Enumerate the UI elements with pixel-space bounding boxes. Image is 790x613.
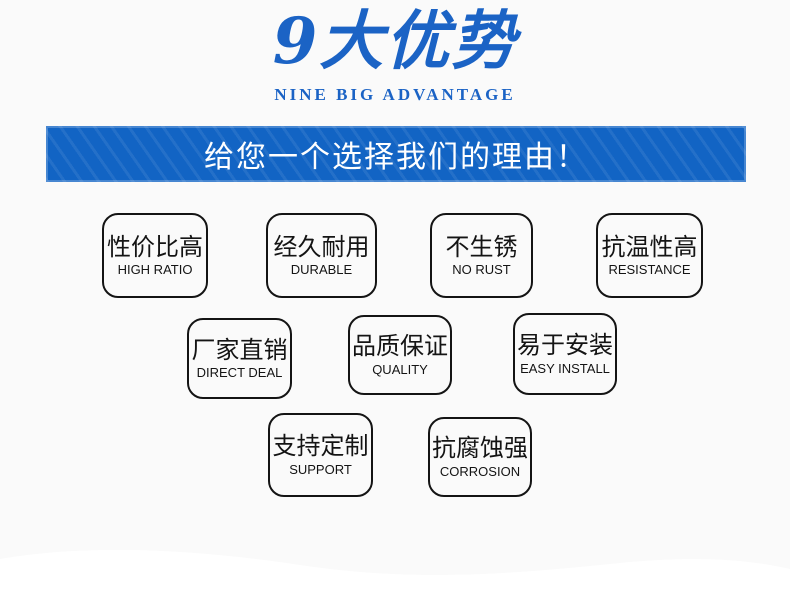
advantage-en-label: NO RUST xyxy=(452,262,511,278)
advantage-cn-label: 经久耐用 xyxy=(273,233,370,261)
advantage-cn-label: 抗腐蚀强 xyxy=(432,435,528,463)
advantage-en-label: RESISTANCE xyxy=(608,262,691,278)
advantage-cn-label: 支持定制 xyxy=(272,433,369,461)
page-title: 9大优势 xyxy=(272,4,518,79)
page-subtitle: NINE BIG ADVANTAGE xyxy=(274,85,516,104)
advantage-en-label: DURABLE xyxy=(290,262,353,278)
advantage-box-high-ratio: 性价比高 HIGH RATIO xyxy=(102,213,208,298)
advantage-cn-label: 易于安装 xyxy=(517,332,613,360)
advantage-en-label: SUPPORT xyxy=(289,461,352,477)
advantage-cn-label: 性价比高 xyxy=(107,233,203,261)
advantage-cn-label: 厂家直销 xyxy=(191,336,288,364)
advantage-box-corrosion: 抗腐蚀强 CORROSION xyxy=(428,417,532,497)
advantage-box-durable: 经久耐用 DURABLE xyxy=(266,213,377,298)
advantage-cn-label: 抗温性高 xyxy=(601,233,698,261)
advantage-box-support: 支持定制 SUPPORT xyxy=(268,413,373,497)
advantage-en-label: CORROSION xyxy=(439,463,521,479)
reason-banner-text: 给您一个选择我们的理由！ xyxy=(204,141,588,174)
advantage-cn-label: 品质保证 xyxy=(352,333,448,361)
advantage-en-label: HIGH RATIO xyxy=(117,262,193,278)
advantage-en-label: QUALITY xyxy=(372,361,428,377)
advantage-en-label: DIRECT DEAL xyxy=(196,365,283,381)
advantage-en-label: EASY INSTALL xyxy=(520,360,610,376)
advantage-box-easy-install: 易于安装 EASY INSTALL xyxy=(513,313,617,395)
advantage-box-direct-deal: 厂家直销 DIRECT DEAL xyxy=(187,318,292,399)
reason-banner: 给您一个选择我们的理由！ xyxy=(46,126,746,182)
bottom-wave-decoration xyxy=(0,549,790,613)
advantage-box-resistance: 抗温性高 RESISTANCE xyxy=(596,213,703,298)
advantage-box-quality: 品质保证 QUALITY xyxy=(348,315,452,395)
advantage-box-no-rust: 不生锈 NO RUST xyxy=(430,213,533,298)
advantage-cn-label: 不生锈 xyxy=(445,233,518,261)
